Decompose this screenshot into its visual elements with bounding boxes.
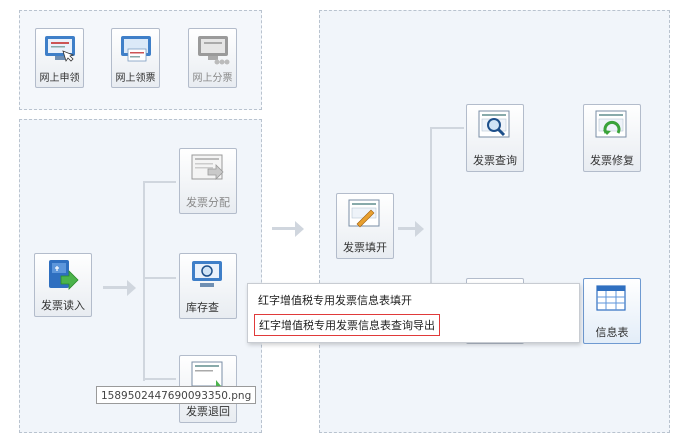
connector-line	[143, 378, 176, 380]
arrow-head-icon	[127, 280, 136, 296]
invoice-query-button[interactable]: 发票查询	[466, 104, 524, 172]
invoice-read-button[interactable]: 发票读入	[34, 253, 92, 317]
online-distribute-icon	[198, 36, 230, 65]
connector-line	[143, 181, 145, 381]
arrow-head-icon	[415, 221, 424, 237]
online-receive-label: 网上领票	[115, 73, 156, 84]
invoice-query-icon	[478, 110, 510, 138]
table-icon	[596, 285, 626, 311]
arrow-head-icon	[295, 221, 304, 237]
online-apply-button[interactable]: 网上申领	[35, 28, 84, 88]
invoice-repair-button[interactable]: 发票修复	[583, 104, 641, 172]
invoice-distribute-label: 发票分配	[186, 196, 230, 209]
connector-line	[430, 127, 432, 307]
invoice-read-label: 发票读入	[41, 299, 85, 312]
invoice-distribute-icon	[191, 154, 224, 180]
info-table-label: 信息表	[595, 326, 629, 339]
invoice-fill-icon	[348, 199, 380, 228]
online-receive-icon	[121, 36, 151, 62]
stock-query-label: 库存查	[186, 301, 219, 314]
invoice-fill-label: 发票填开	[343, 241, 387, 254]
connector-line	[143, 277, 176, 279]
arrow-line	[103, 286, 128, 289]
context-menu-item-query-export[interactable]: 红字增值税专用发票信息表查询导出	[254, 314, 440, 336]
invoice-fill-button[interactable]: 发票填开	[336, 193, 394, 259]
online-apply-label: 网上申领	[39, 73, 80, 84]
online-distribute-button[interactable]: 网上分票	[188, 28, 237, 88]
stock-query-button[interactable]: 库存查	[179, 253, 237, 319]
stock-query-icon	[192, 261, 222, 287]
context-menu: 红字增值税专用发票信息表填开 红字增值税专用发票信息表查询导出	[247, 283, 580, 343]
invoice-distribute-button[interactable]: 发票分配	[179, 148, 237, 214]
invoice-return-label: 发票退回	[186, 405, 230, 418]
info-table-button[interactable]: 信息表	[583, 278, 641, 344]
invoice-repair-icon	[595, 110, 627, 138]
arrow-line	[272, 227, 296, 230]
filename-tooltip: 1589502447690093350.png	[96, 386, 256, 404]
invoice-repair-label: 发票修复	[590, 154, 634, 167]
online-apply-icon	[45, 36, 75, 62]
context-menu-item-fill[interactable]: 红字增值税专用发票信息表填开	[258, 294, 412, 307]
connector-line	[430, 127, 464, 129]
connector-line	[143, 181, 176, 183]
online-distribute-label: 网上分票	[192, 73, 233, 84]
online-receive-button[interactable]: 网上领票	[111, 28, 160, 88]
arrow-line	[398, 227, 416, 230]
usb-read-icon	[49, 260, 79, 290]
invoice-query-label: 发票查询	[473, 154, 517, 167]
